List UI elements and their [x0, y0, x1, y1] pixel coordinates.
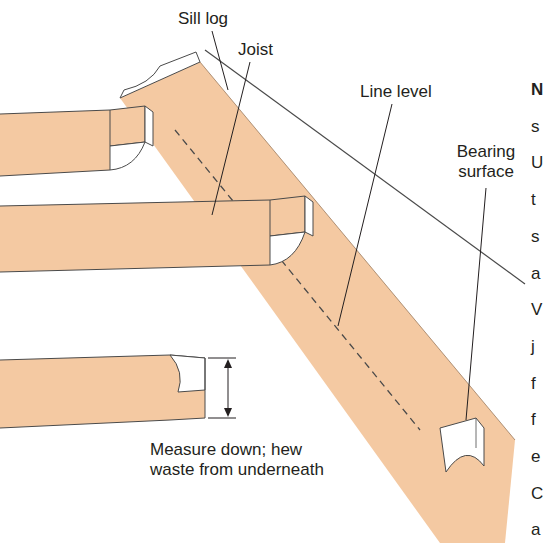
- instruction-note: Measure down; hew waste from underneath: [150, 440, 340, 480]
- cut-off-text: f: [531, 374, 536, 394]
- cut-off-text: s: [531, 227, 540, 247]
- joist: [0, 106, 153, 176]
- cut-off-text: a: [531, 520, 540, 540]
- sill-log: [120, 62, 515, 543]
- cut-off-text: j: [531, 337, 535, 357]
- part-label: Sill log: [178, 9, 228, 29]
- cut-off-text: U: [531, 153, 543, 173]
- cut-off-text: s: [531, 117, 540, 137]
- leader-line: [212, 31, 486, 420]
- part-label: Bearing surface: [448, 142, 524, 182]
- line-level: [175, 130, 420, 430]
- cut-off-text: a: [531, 264, 540, 284]
- part-label: Joist: [238, 40, 273, 60]
- joist: [0, 355, 205, 428]
- cut-off-text: N: [531, 80, 543, 100]
- sill-end-cut: [120, 52, 200, 98]
- cut-off-text: f: [531, 410, 536, 430]
- dimension-arrow: [208, 358, 236, 418]
- joist: [0, 196, 313, 272]
- part-label: Line level: [360, 82, 432, 102]
- cut-off-text: e: [531, 447, 540, 467]
- cut-off-text: C: [531, 484, 543, 504]
- cut-off-text: V: [531, 300, 542, 320]
- cut-off-text: t: [531, 190, 536, 210]
- bearing-notch: [440, 418, 484, 472]
- bearing-notch-edge: [476, 418, 477, 448]
